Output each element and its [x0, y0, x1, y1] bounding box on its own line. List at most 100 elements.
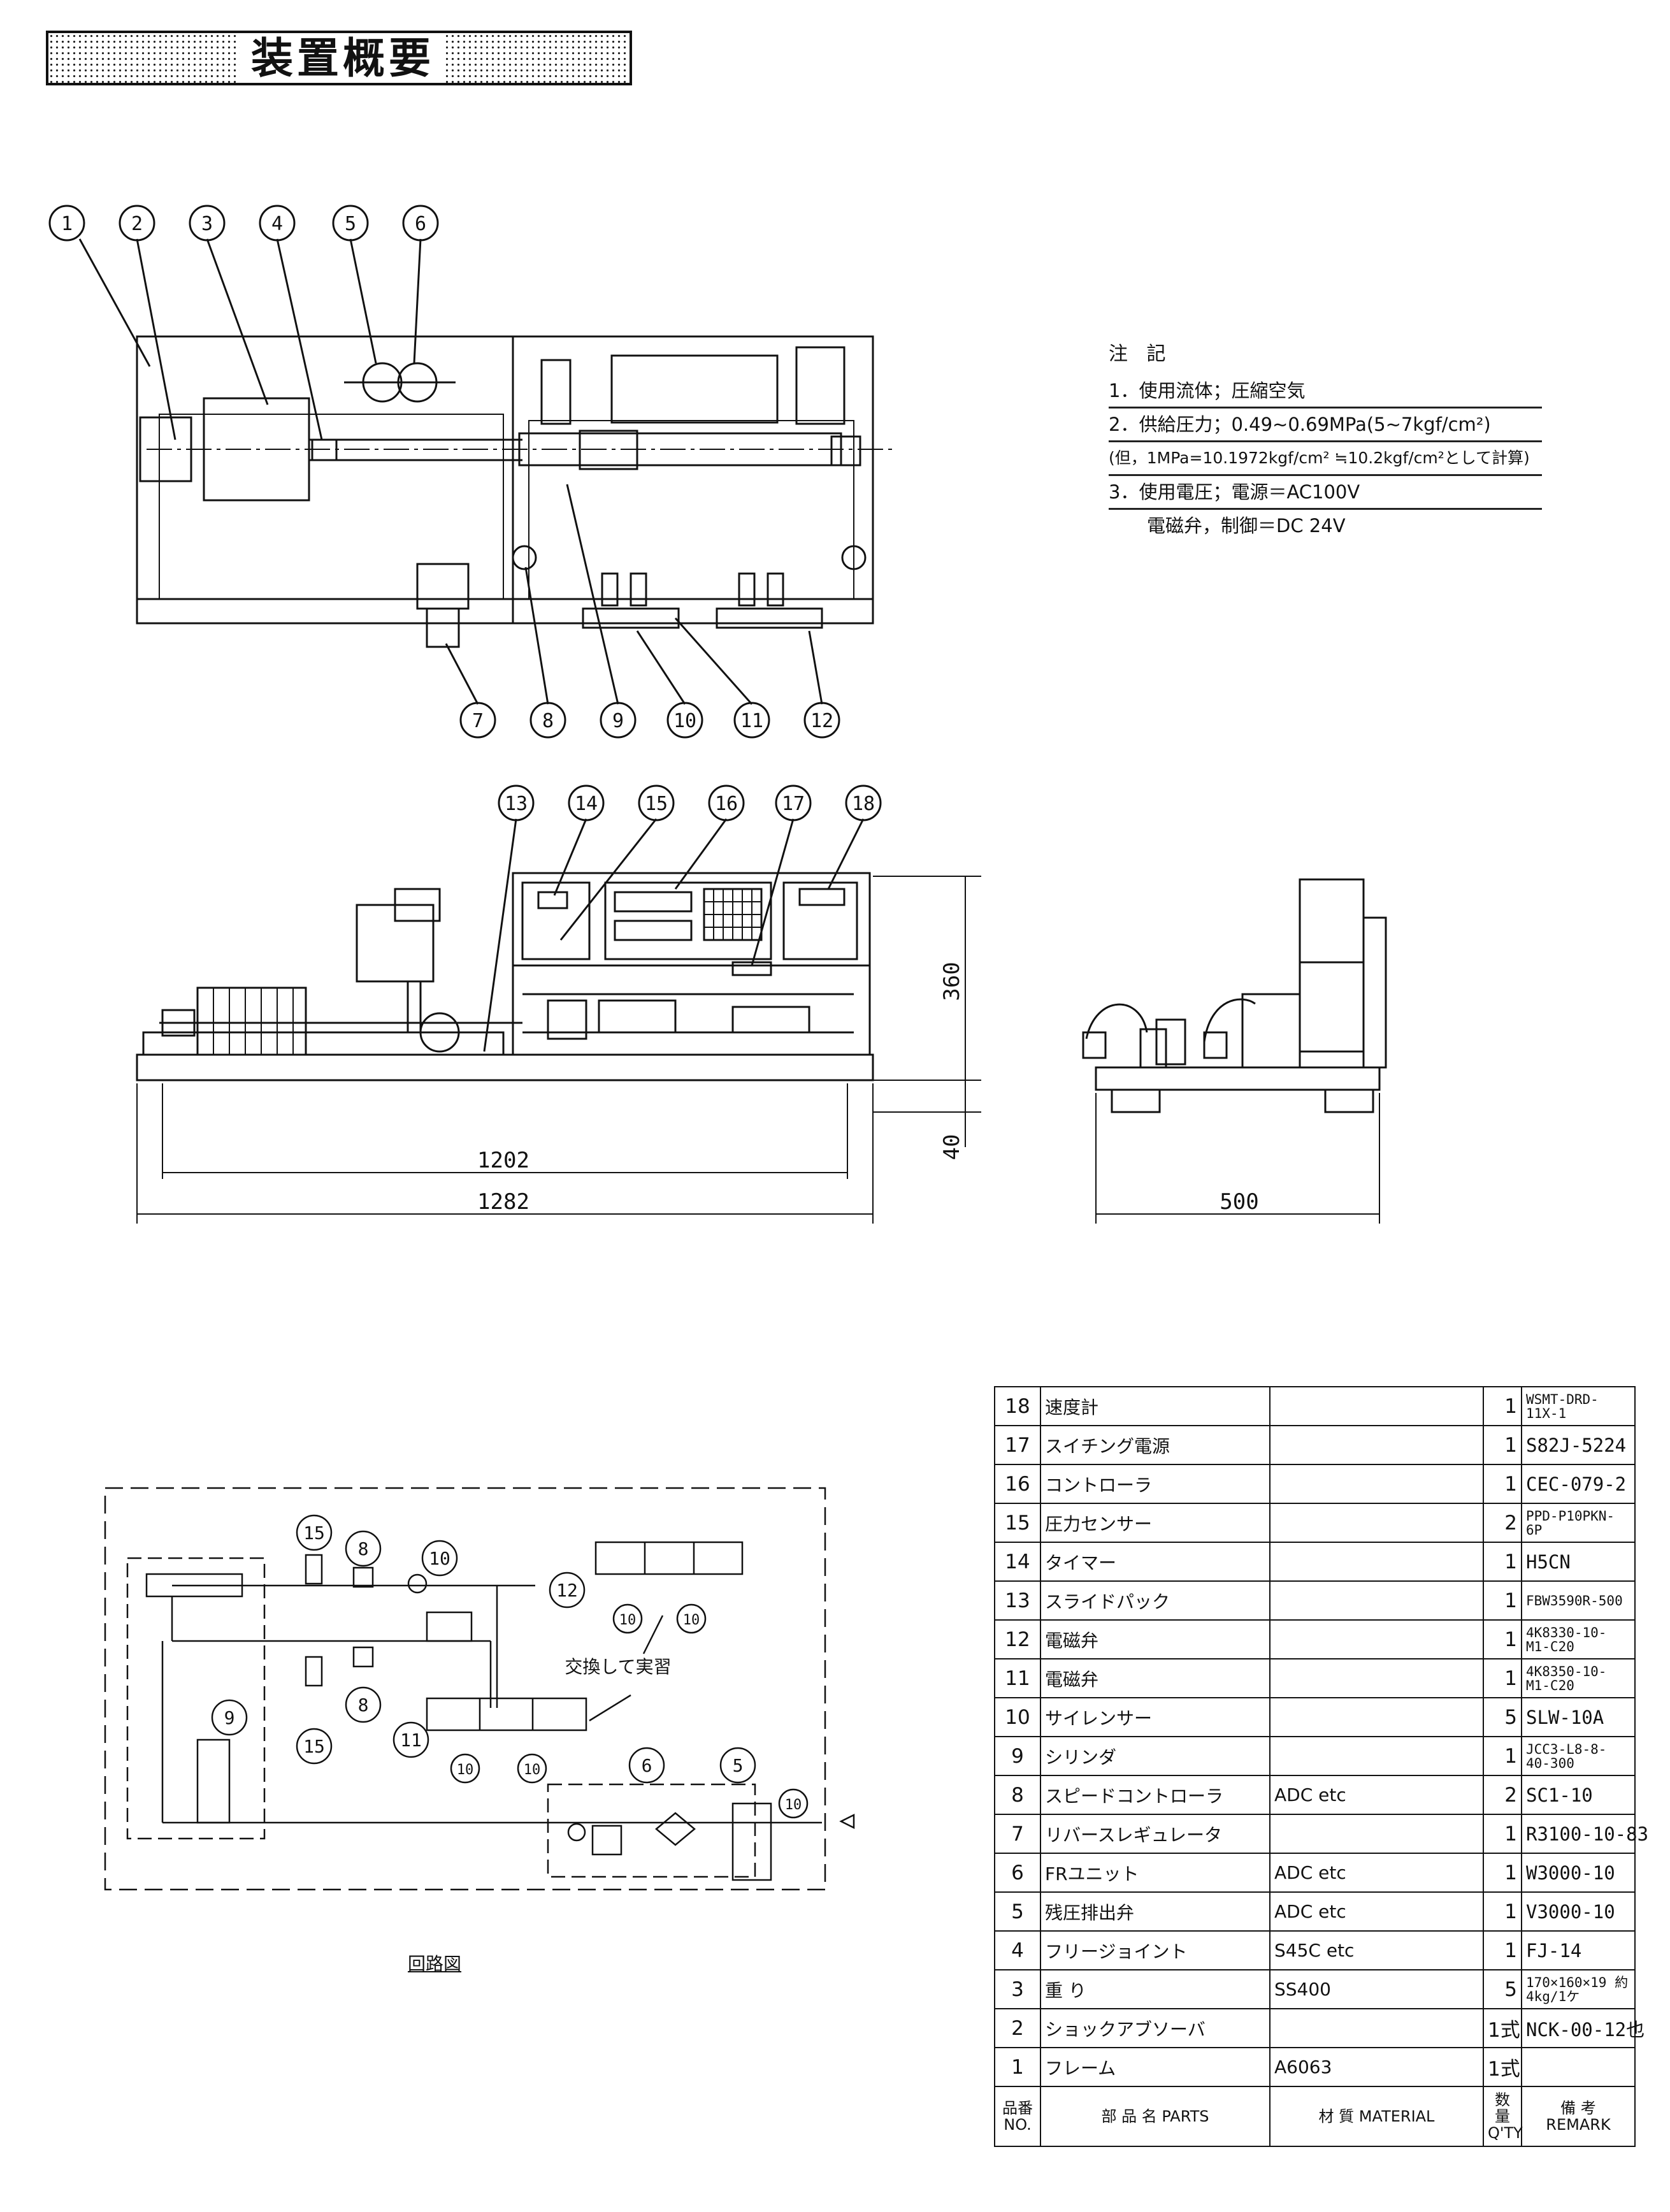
- dim-1282: 1282: [477, 1189, 529, 1215]
- cell-name: 電磁弁: [1040, 1619, 1270, 1659]
- cell-no: 4: [994, 1930, 1041, 1970]
- cell-qty: 1: [1483, 1891, 1522, 1932]
- cell-name: ショックアブソーバ: [1040, 2008, 1270, 2048]
- cell-qty: 1: [1483, 1386, 1522, 1426]
- cell-material: S45C etc: [1269, 1930, 1484, 1970]
- balloon-15: 15: [645, 793, 668, 815]
- side-view: [1082, 878, 1387, 1224]
- cell-qty: 1: [1483, 1658, 1522, 1698]
- cell-qty: 1: [1483, 1814, 1522, 1854]
- balloon-14: 14: [575, 793, 598, 815]
- cell-material: [1269, 1580, 1484, 1621]
- dim-360: 360: [939, 962, 965, 1001]
- circuit-label-10a: 10: [429, 1548, 450, 1569]
- cell-remark: S82J-5224: [1521, 1425, 1636, 1465]
- cell-remark: 4K8350-10-M1-C20: [1521, 1658, 1636, 1698]
- balloon-8: 8: [542, 710, 554, 732]
- note-line-1: 1．使用流体；圧縮空気: [1109, 375, 1542, 408]
- cell-name: 残圧排出弁: [1040, 1891, 1270, 1932]
- cell-material: [1269, 1814, 1484, 1854]
- dim-40: 40: [939, 1134, 965, 1160]
- cell-remark: H5CN: [1521, 1542, 1636, 1582]
- circuit-boundary: [104, 1487, 826, 1891]
- cell-qty: 1: [1483, 1619, 1522, 1659]
- title-banner: 装置概要: [46, 31, 632, 85]
- cell-qty: 1: [1483, 1464, 1522, 1504]
- cell-qty: 1式: [1483, 2008, 1522, 2048]
- cell-name: 圧力センサー: [1040, 1503, 1270, 1543]
- weight-front: [196, 987, 307, 1056]
- cell-remark: NCK-00-12也: [1521, 2008, 1645, 2048]
- circuit-label-8b: 8: [358, 1695, 369, 1716]
- cell-remark: 4K8330-10-M1-C20: [1521, 1619, 1636, 1659]
- dim-1202: 1202: [477, 1148, 529, 1173]
- cell-material: A6063: [1269, 2047, 1484, 2087]
- cell-material: ADC etc: [1269, 1853, 1484, 1893]
- solenoid-valve-12: [716, 607, 823, 629]
- cell-name: フレーム: [1040, 2047, 1270, 2087]
- cell-qty: 5: [1483, 1697, 1522, 1737]
- balloon-6: 6: [415, 213, 426, 235]
- cell-remark: 170×160×19 約4kg/1ケ: [1521, 1969, 1636, 2009]
- cell-material: [1269, 1619, 1484, 1659]
- balloons-front: [498, 784, 882, 821]
- cell-qty: 1: [1483, 1542, 1522, 1582]
- cell-no: 18: [994, 1386, 1041, 1426]
- circuit-label-10d: 10: [457, 1762, 474, 1778]
- balloon-11: 11: [740, 710, 763, 732]
- balloon-13: 13: [505, 793, 528, 815]
- circuit-label-15b: 15: [303, 1736, 325, 1757]
- cell-qty: 1: [1483, 1853, 1522, 1893]
- cell-no: 16: [994, 1464, 1041, 1504]
- header-material: 材 質 MATERIAL: [1269, 2086, 1484, 2147]
- cell-no: 3: [994, 1969, 1041, 2009]
- balloon-1: 1: [61, 213, 73, 235]
- parts-table-header: 品番 NO. 部 品 名 PARTS 材 質 MATERIAL 数量 Q'TY …: [994, 2086, 1636, 2147]
- reverse-regulator: [416, 563, 470, 610]
- circuit-label-6: 6: [642, 1755, 652, 1776]
- cell-remark: [1521, 2047, 1636, 2087]
- control-panel: [512, 872, 871, 967]
- circuit-label-10e: 10: [524, 1762, 541, 1778]
- cell-remark: FBW3590R-500: [1521, 1580, 1636, 1621]
- circuit-label-11: 11: [400, 1730, 422, 1751]
- note-line-5: 電磁弁，制御＝DC 24V: [1147, 515, 1346, 537]
- cell-remark: SLW-10A: [1521, 1697, 1636, 1737]
- note-line-4: 3．使用電圧；電源＝AC100V: [1109, 476, 1542, 510]
- valve-12-symbol: [594, 1541, 744, 1575]
- circuit-label-12: 12: [556, 1580, 578, 1601]
- side-base: [1095, 1066, 1381, 1091]
- cell-remark: WSMT-DRD-11X-1: [1521, 1386, 1636, 1426]
- header-no: 品番 NO.: [994, 2086, 1041, 2147]
- cell-remark: V3000-10: [1521, 1891, 1636, 1932]
- cell-qty: 2: [1483, 1775, 1522, 1815]
- cell-remark: PPD-P10PKN-6P: [1521, 1503, 1636, 1543]
- cell-qty: 1: [1483, 1580, 1522, 1621]
- cell-name: 速度計: [1040, 1386, 1270, 1426]
- cell-qty: 1: [1483, 1930, 1522, 1970]
- cell-no: 6: [994, 1853, 1041, 1893]
- cell-material: [1269, 1425, 1484, 1465]
- circuit-caption: 回路図: [408, 1953, 462, 1974]
- plan-frame: [136, 335, 874, 625]
- cell-name: リバースレギュレータ: [1040, 1814, 1270, 1854]
- balloon-9: 9: [612, 710, 624, 732]
- cell-no: 12: [994, 1619, 1041, 1659]
- cell-material: ADC etc: [1269, 1891, 1484, 1932]
- header-remark: 備 考 REMARK: [1521, 2086, 1636, 2147]
- plan-view: [78, 238, 892, 705]
- balloon-10: 10: [673, 710, 696, 732]
